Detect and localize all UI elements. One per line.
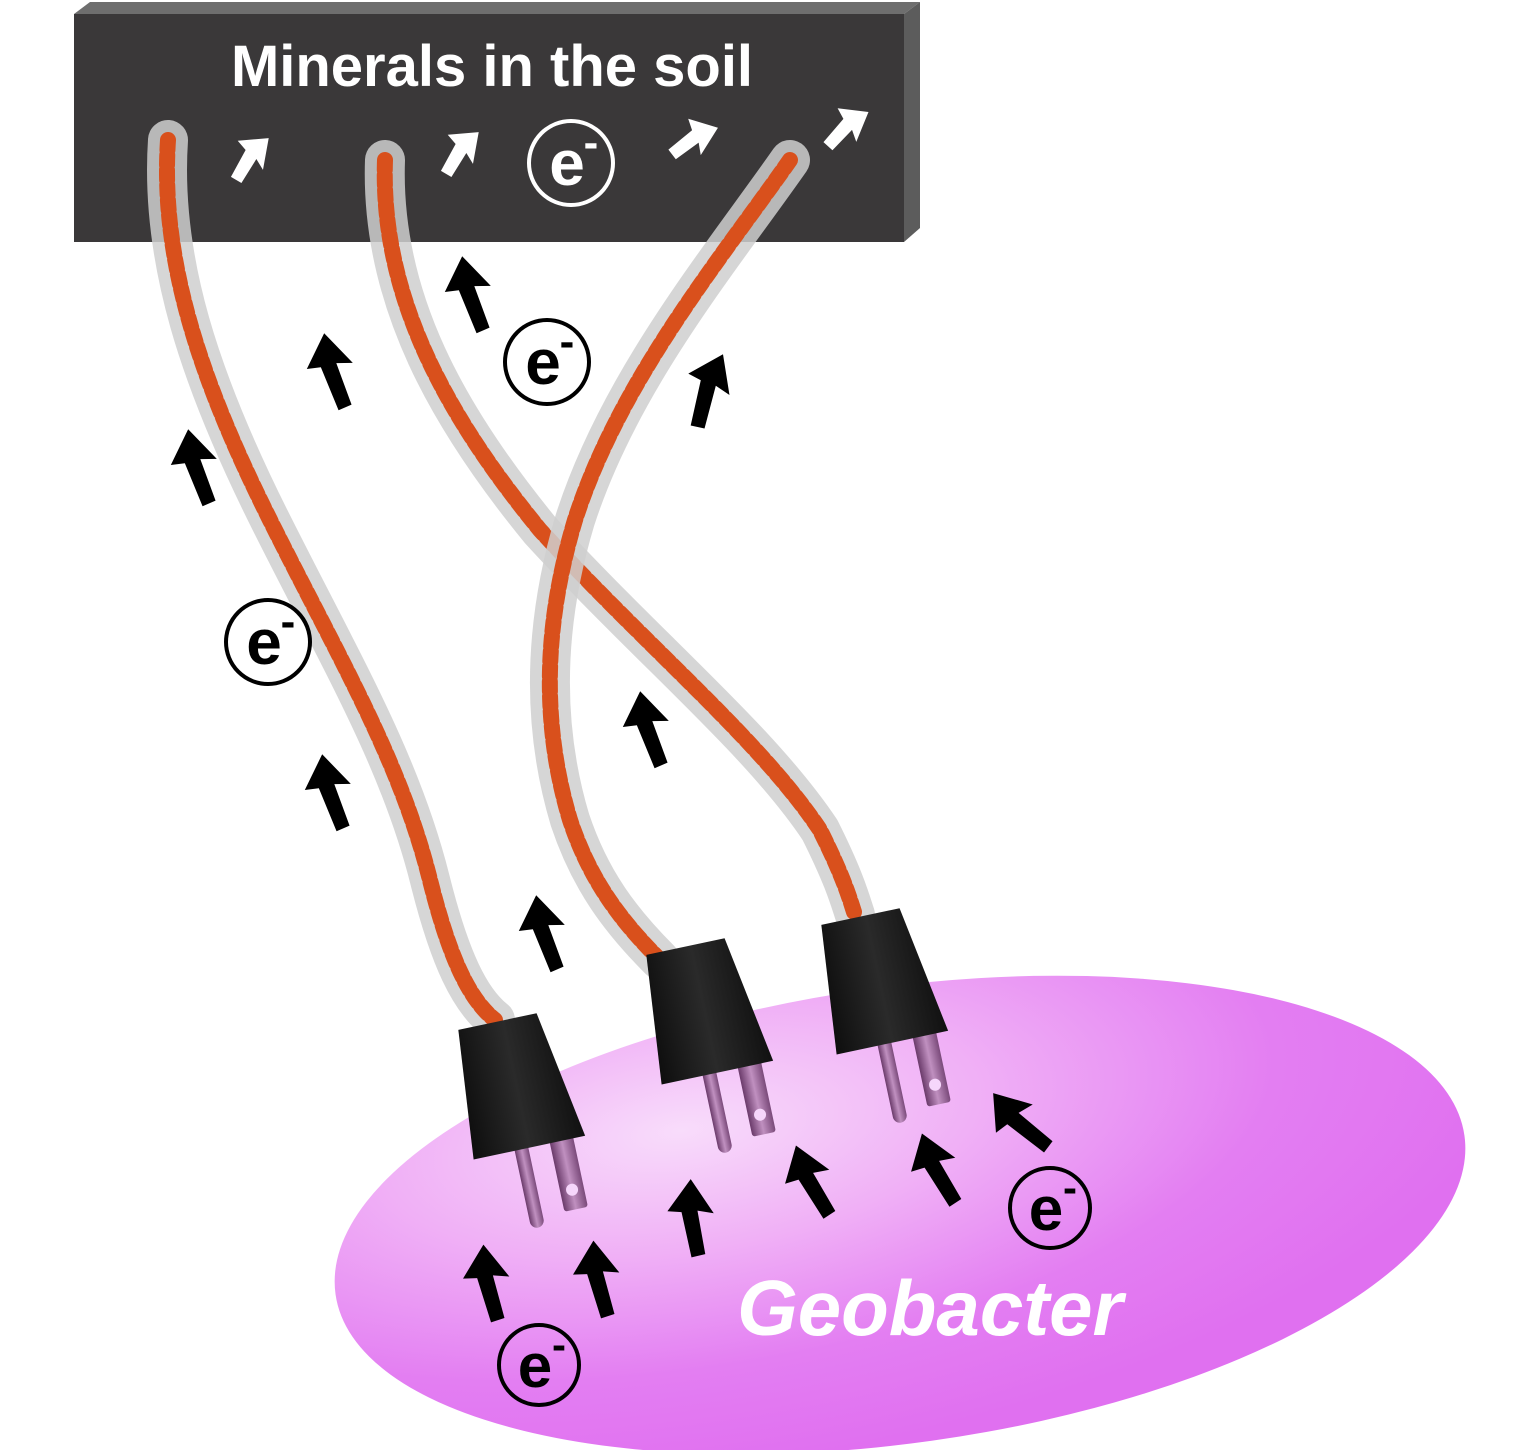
nanowire-3	[529, 140, 810, 980]
arrow-up-icon	[297, 749, 362, 837]
electron-icon: e -	[1008, 1164, 1092, 1250]
plug-1	[458, 1013, 588, 1228]
svg-text:-: -	[281, 597, 296, 646]
arrow-up-icon	[671, 345, 742, 435]
electron-icon: e -	[527, 118, 615, 207]
mineral-title: Minerals in the soil	[231, 34, 753, 99]
plug-2	[646, 938, 776, 1153]
nanowire-2	[364, 140, 875, 935]
arrow-up-icon	[615, 686, 680, 774]
electron-icon: e -	[503, 317, 591, 406]
nanowire-1	[147, 120, 515, 1040]
svg-text:e: e	[525, 326, 561, 398]
arrow-up-icon	[299, 328, 364, 416]
mineral-block-top	[74, 2, 920, 14]
svg-text:-: -	[560, 317, 575, 366]
arrow-up-icon	[437, 251, 502, 339]
electron-icon: e -	[224, 597, 312, 686]
svg-text:e: e	[1029, 1175, 1063, 1244]
svg-text:e: e	[246, 606, 282, 678]
mineral-block-side	[904, 2, 920, 242]
cell-label: Geobacter	[737, 1264, 1126, 1352]
electron-symbols: e - e - e - e - e -	[224, 118, 1092, 1407]
plug-3	[821, 908, 951, 1123]
svg-text:e: e	[549, 127, 585, 199]
arrow-up-icon	[511, 890, 576, 978]
svg-text:e: e	[518, 1332, 552, 1401]
svg-text:-: -	[584, 118, 599, 167]
electron-icon: e -	[497, 1321, 581, 1407]
nanowires	[147, 120, 875, 1040]
cell-body	[334, 975, 1466, 1450]
mineral-block: Minerals in the soil	[74, 2, 920, 242]
geobacter-cell	[334, 975, 1466, 1450]
svg-text:-: -	[552, 1321, 566, 1368]
svg-text:-: -	[1063, 1164, 1077, 1211]
